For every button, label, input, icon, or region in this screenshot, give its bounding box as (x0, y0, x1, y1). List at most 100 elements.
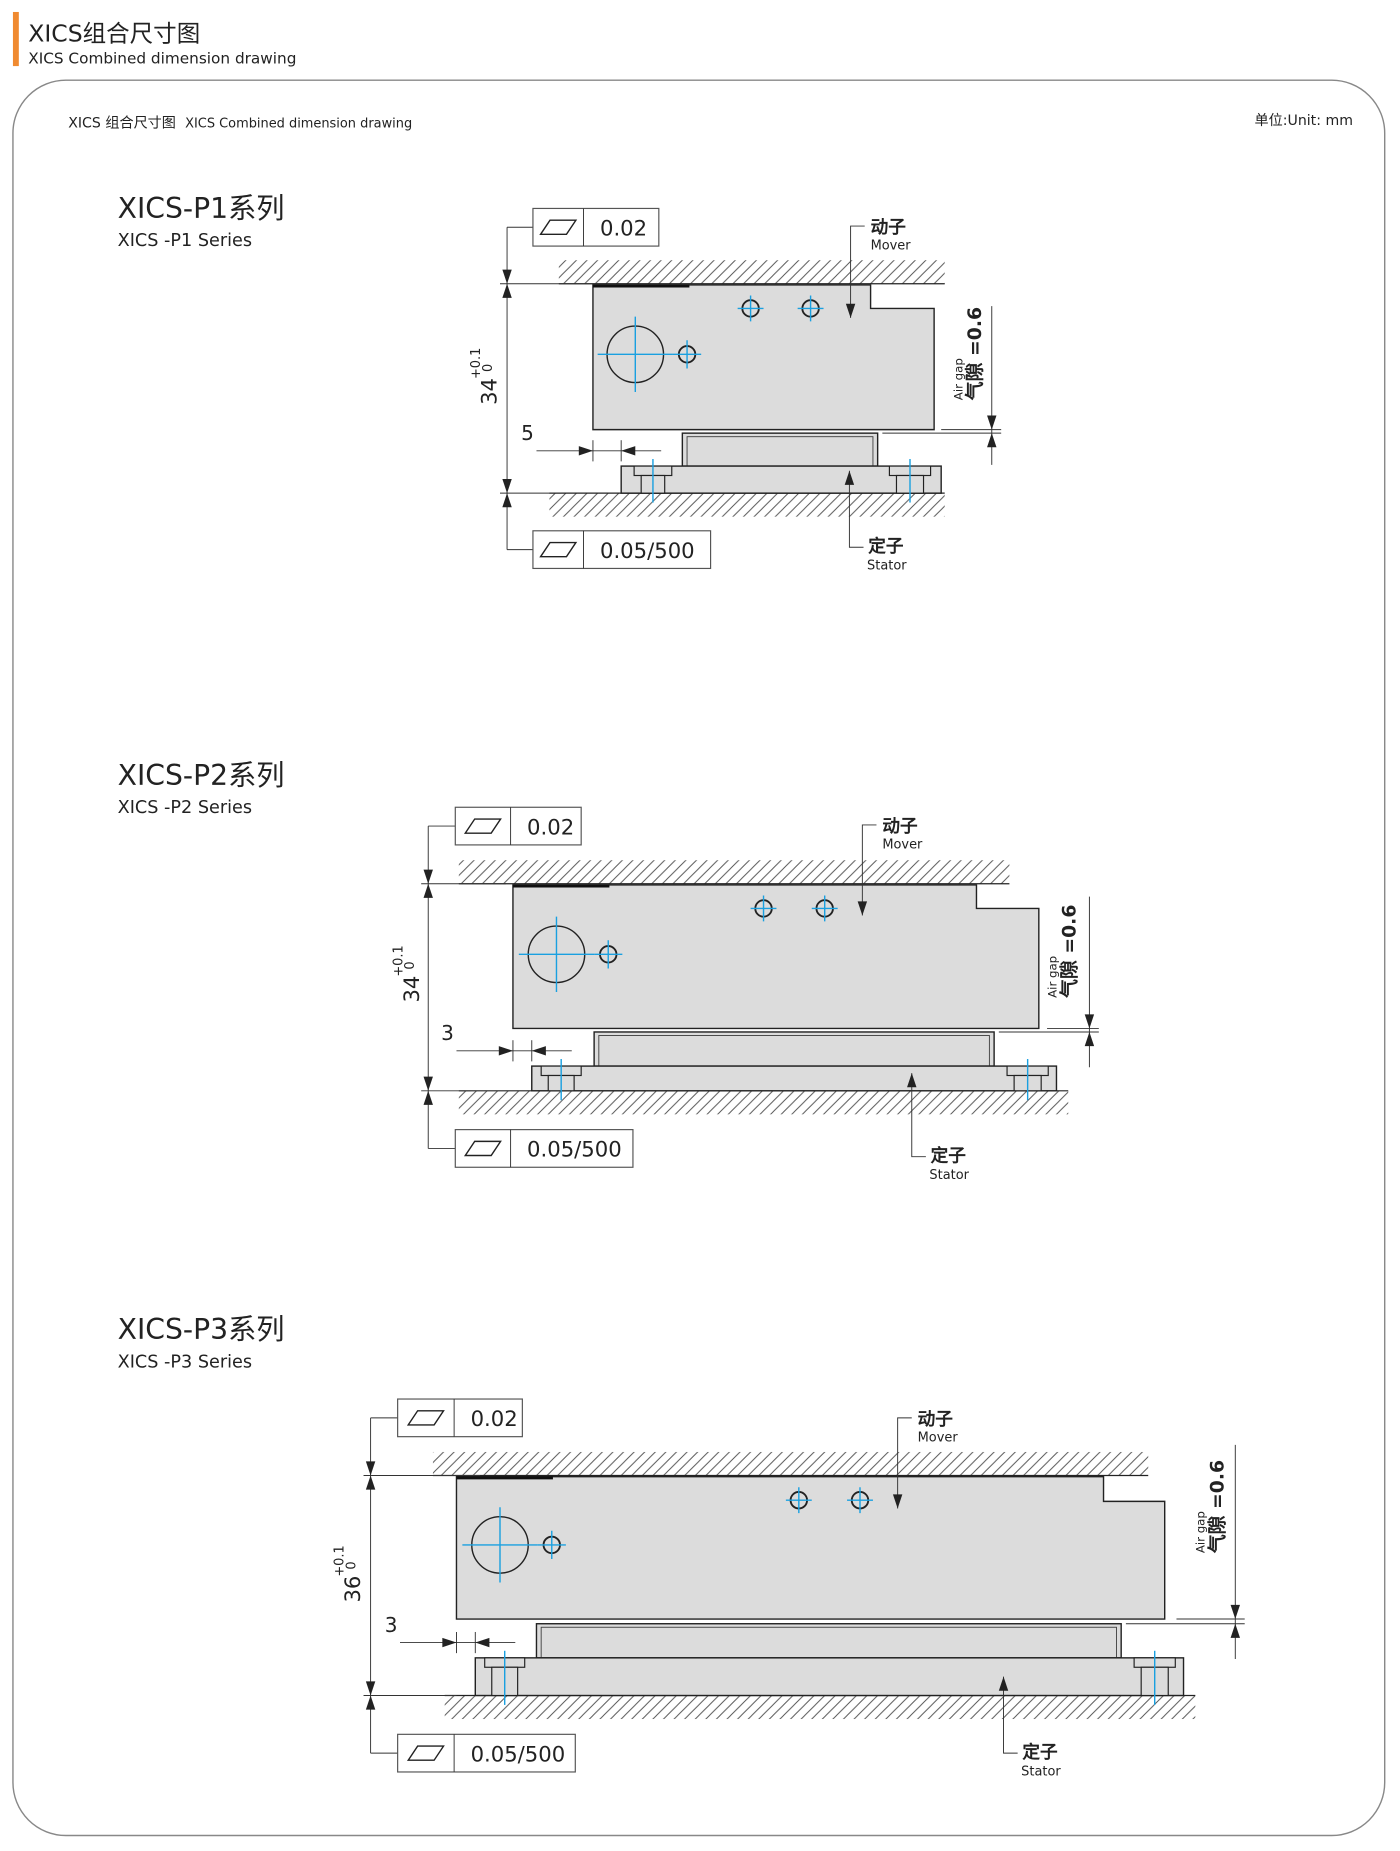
height-nominal: 36 (340, 1576, 365, 1603)
stator-label-en: Stator (867, 559, 907, 574)
arrowhead (1084, 1031, 1095, 1047)
stator-leader (911, 1073, 926, 1158)
centerline (847, 1487, 873, 1514)
airgap-label-en: Air gap (951, 358, 965, 400)
arrowhead (987, 433, 997, 448)
arrowhead (1084, 1014, 1095, 1029)
tolerance-upper: +0.1 (469, 348, 484, 379)
arrowhead (857, 901, 868, 916)
height-nominal: 34 (476, 378, 501, 405)
flatness-value: 0.02 (600, 216, 647, 241)
mover-body (512, 884, 1040, 1030)
series-subtitle: XICS -P1 Series (118, 231, 252, 251)
arrowhead (502, 269, 512, 284)
series-subtitle: XICS -P3 Series (118, 1352, 252, 1372)
page-title: XICS组合尺寸图 (28, 19, 200, 47)
airgap-label-en: Air gap (1194, 1511, 1208, 1553)
arrowhead (578, 446, 593, 456)
flatness-value: 0.05/500 (600, 538, 695, 563)
flatness-value: 0.02 (471, 1406, 518, 1431)
page-subtitle: XICS Combined dimension drawing (28, 50, 296, 68)
centerline (597, 316, 673, 392)
flatness-callout-bottom: 0.05/500 (397, 1733, 576, 1773)
arrowhead (423, 1076, 433, 1091)
mover-label-en: Mover (918, 1430, 959, 1445)
height-dimension-label: 34+0.10 (469, 348, 501, 405)
flatness-frame (454, 1129, 634, 1168)
arrowhead (475, 1637, 490, 1648)
centerline (518, 916, 595, 992)
tolerance-lower: 0 (481, 364, 496, 372)
arrowhead (365, 1681, 376, 1696)
mover-label-cn: 动子 (882, 816, 918, 837)
flatness-value: 0.02 (527, 814, 574, 839)
series-title: XICS-P1系列 (118, 192, 285, 225)
mover-body (592, 284, 935, 431)
arrowhead (531, 1046, 546, 1056)
flatness-callout-top: 0.02 (532, 207, 660, 247)
stator-label-en: Stator (1021, 1765, 1061, 1780)
arrowhead (845, 303, 856, 318)
flatness-value: 0.05/500 (471, 1741, 566, 1766)
panel-caption: XICS 组合尺寸图 XICS Combined dimension drawi… (68, 115, 412, 131)
panel-caption-cn: XICS 组合尺寸图 (68, 115, 176, 131)
height-dimension-label: 36+0.10 (333, 1545, 365, 1602)
mover-leader (850, 225, 865, 318)
stator-leader (848, 470, 864, 548)
arrowhead (423, 869, 433, 884)
series-diagram-p1: XICS-P1系列 XICS -P1 Series 34+0.10 0.02 0.05/… (118, 192, 1002, 574)
tolerance-lower: 0 (344, 1561, 359, 1569)
stator-label-cn: 定子 (931, 1144, 967, 1166)
flatness-frame (532, 207, 660, 247)
panel-caption-en: XICS Combined dimension drawing (185, 116, 412, 131)
arrowhead (1230, 1623, 1240, 1638)
flatness-symbol-icon (539, 541, 578, 558)
tolerance-upper: +0.1 (391, 945, 406, 976)
arrowhead (423, 883, 433, 898)
flatness-frame (397, 1733, 576, 1773)
mover-body (455, 1475, 1166, 1620)
series-title: XICS-P3系列 (118, 1313, 285, 1346)
arrowhead (442, 1637, 457, 1648)
mover-label-en: Mover (882, 837, 923, 852)
airgap-label-cn: 气隙 =0.6 (1206, 1460, 1229, 1554)
arrowhead (1230, 1604, 1240, 1620)
top-mounting-surface-hatch (432, 1451, 1149, 1476)
arrowhead (844, 470, 855, 485)
height-nominal: 34 (399, 976, 424, 1003)
stator-magnet (681, 432, 879, 467)
stator-base (474, 1657, 1185, 1697)
series-subtitle: XICS -P2 Series (118, 798, 252, 818)
centerline (594, 940, 623, 969)
arrowhead (365, 1475, 376, 1490)
flatness-callout-top: 0.02 (454, 806, 582, 846)
mover-leader (897, 1417, 912, 1509)
centerline (462, 1507, 538, 1583)
height-dimension-label: 34+0.10 (391, 945, 423, 1002)
arrowhead (365, 1695, 376, 1710)
flatness-callout-top: 0.02 (397, 1398, 523, 1438)
tolerance-upper: +0.1 (333, 1545, 348, 1576)
flatness-callout-bottom: 0.05/500 (532, 530, 712, 570)
arrowhead (502, 493, 512, 508)
tolerance-lower: 0 (403, 961, 418, 969)
flatness-symbol-icon (463, 1140, 502, 1157)
stator-label-en: Stator (929, 1168, 969, 1183)
stator-base (620, 465, 942, 494)
flatness-symbol-icon (539, 219, 578, 236)
mover-label-cn: 动子 (918, 1409, 954, 1430)
mover-label-cn: 动子 (871, 217, 907, 238)
flatness-value: 0.05/500 (527, 1137, 622, 1162)
flatness-frame (454, 806, 582, 846)
drawing-panel (12, 79, 1386, 1837)
flatness-frame (397, 1398, 523, 1438)
stator-label-cn: 定子 (1022, 1741, 1058, 1763)
stator-magnet (535, 1623, 1122, 1659)
mover-label-en: Mover (871, 239, 912, 254)
series-title: XICS-P2系列 (118, 759, 285, 792)
arrowhead (498, 1046, 513, 1056)
arrowhead (365, 1461, 376, 1476)
airgap-label-en: Air gap (1045, 956, 1059, 998)
